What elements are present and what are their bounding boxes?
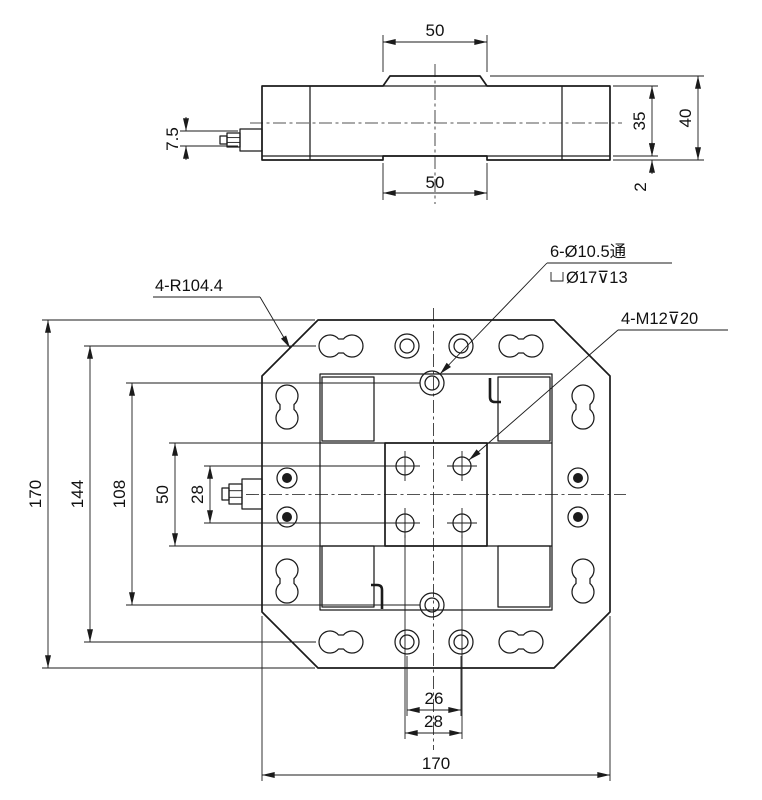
plan-view-dimensions: 170 144 108 50 28 26 28 170	[26, 319, 611, 781]
dim-hole-rows: 144	[68, 480, 87, 508]
counterbored-holes	[394, 333, 474, 655]
dim-step: 2	[631, 182, 650, 191]
dim-connector-offset: 7.5	[163, 127, 182, 151]
dim-boss-width: 50	[426, 21, 445, 40]
side-view-dimensions: 50 50 35 40 2 7.5	[163, 21, 704, 200]
dim-cbore-spacing: 26	[425, 689, 444, 708]
side-view	[219, 64, 622, 204]
note-corner-radius: 4-R104.4	[155, 277, 223, 295]
bone-slots	[275, 334, 595, 654]
dim-base-width: 50	[426, 173, 445, 192]
plate-outline	[261, 319, 611, 669]
dim-block: 50	[153, 485, 172, 504]
dim-tap-spacing-v: 28	[188, 485, 207, 504]
side-connector	[219, 128, 263, 152]
dim-height-inner: 35	[630, 112, 649, 131]
dim-width-total: 170	[26, 480, 45, 508]
plan-view-notes: 4-R104.4 6-Ø10.5通 Ø17⊽13 4-M12⊽20	[153, 242, 728, 461]
dim-height-total: 40	[676, 109, 695, 128]
side-body-outline	[261, 75, 611, 161]
inner-frame	[319, 373, 553, 611]
dim-mid-holes: 108	[110, 480, 129, 508]
note-through-holes: 6-Ø10.5通	[550, 242, 626, 261]
dim-height-total-plan: 170	[422, 754, 450, 773]
note-counterbore: Ø17⊽13	[566, 269, 628, 287]
plan-view	[221, 308, 626, 750]
side-screw-holes	[276, 467, 589, 528]
plan-connector	[221, 478, 263, 510]
counterbore-symbol	[550, 272, 564, 282]
note-tapped-holes: 4-M12⊽20	[621, 310, 698, 328]
dim-tap-spacing-h: 28	[424, 712, 443, 731]
